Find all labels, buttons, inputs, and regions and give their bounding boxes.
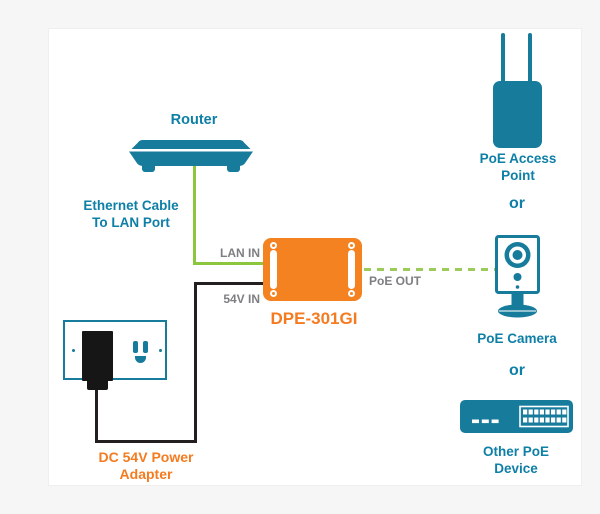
- injector-mount-slot-right: [348, 250, 355, 289]
- outlet-socket-slot: [133, 341, 138, 353]
- camera-label: PoE Camera: [477, 331, 557, 346]
- power-adapter-label-line1: DC 54V Power: [98, 449, 194, 465]
- injector-screw-hole: [270, 242, 277, 249]
- other-device-label: Other PoE Device: [483, 443, 549, 477]
- or-separator-1: or: [509, 195, 525, 212]
- ethernet-note: Ethernet Cable To LAN Port: [83, 197, 178, 231]
- access-point-icon: [493, 33, 542, 148]
- power-cable-vertical: [194, 282, 197, 443]
- ethernet-note-line1: Ethernet Cable: [83, 198, 179, 213]
- or-separator-2: or: [509, 362, 525, 379]
- router-label: Router: [170, 112, 218, 128]
- injector-screw-hole: [348, 290, 355, 297]
- access-point-label-line2: Point: [501, 168, 535, 183]
- injector-mount-slot-left: [270, 250, 277, 289]
- injector-model-label: DPE-301GI: [270, 309, 358, 328]
- camera-icon: [495, 235, 540, 319]
- power-adapter-plug: [87, 380, 108, 390]
- router-icon: [129, 140, 253, 173]
- 54v-in-label: 54V IN: [223, 292, 260, 306]
- poe-out-label: PoE OUT: [369, 274, 422, 288]
- poe-switch-icon: [460, 400, 573, 433]
- power-adapter-icon: [82, 331, 113, 381]
- power-adapter-label: DC 54V Power Adapter: [99, 449, 194, 482]
- poe-injector-icon: [263, 238, 362, 301]
- access-point-label: PoE Access Point: [480, 150, 557, 184]
- power-adapter-label-line2: Adapter: [119, 465, 173, 482]
- poe-out-dashed-cable: [364, 267, 495, 271]
- ethernet-note-line2: To LAN Port: [92, 215, 170, 230]
- wall-outlet-icon: [63, 320, 167, 380]
- injector-screw-hole: [348, 242, 355, 249]
- ethernet-cable-horizontal: [192, 261, 265, 265]
- other-device-label-line2: Device: [494, 461, 538, 476]
- outlet-socket-ground: [134, 356, 146, 363]
- lan-in-label: LAN IN: [220, 246, 260, 260]
- outlet-screw: [71, 348, 75, 352]
- other-device-label-line1: Other PoE: [482, 444, 550, 459]
- injector-screw-hole: [270, 290, 277, 297]
- access-point-label-line1: PoE Access: [479, 151, 557, 166]
- ethernet-cable-vertical: [192, 165, 196, 264]
- power-cable-top: [194, 282, 264, 285]
- power-cable-adapter-drop: [95, 386, 98, 443]
- outlet-screw: [158, 348, 162, 352]
- power-cable-bottom: [95, 440, 197, 443]
- outlet-socket-slot: [143, 341, 148, 353]
